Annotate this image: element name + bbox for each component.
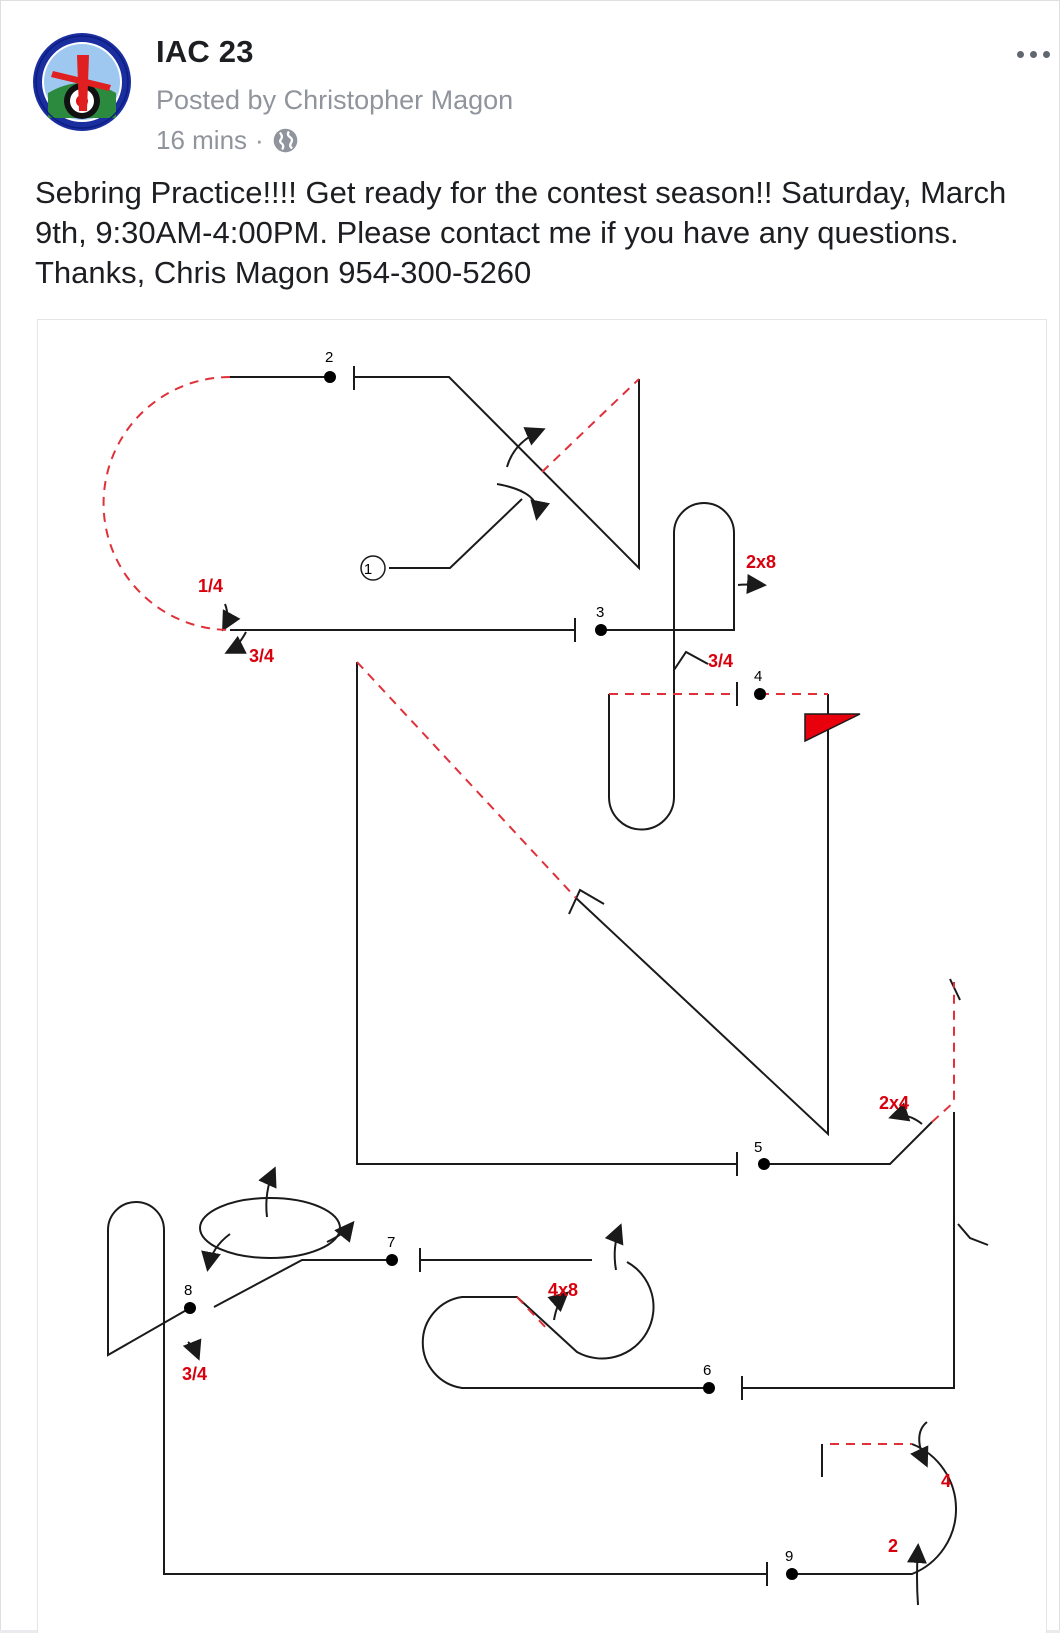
snap-flag [673, 650, 709, 671]
figure-number: 8 [184, 1282, 192, 1299]
dashed-path [356, 661, 577, 899]
roll-arrow [906, 1543, 927, 1606]
start-circle [360, 555, 386, 581]
roll-arrow [604, 1223, 624, 1271]
page-name[interactable]: IAC 23 [156, 34, 254, 69]
figure-dot [758, 1158, 770, 1170]
roll-label: 3/4 [182, 1364, 207, 1384]
tick-mark [353, 366, 768, 1586]
roll-arrow [737, 574, 767, 594]
path-line [794, 1443, 958, 1575]
figure-number: 9 [785, 1548, 793, 1565]
snap-flag [957, 1223, 989, 1246]
more-options-button[interactable] [1017, 45, 1057, 65]
figure-dot [386, 1254, 398, 1266]
roll-label: 4 [941, 1471, 951, 1491]
snap-flag [568, 888, 605, 915]
figure-number: 3 [596, 604, 604, 621]
path-line [602, 502, 735, 831]
figure-number: 5 [754, 1139, 762, 1156]
roll-label: 3/4 [708, 651, 733, 671]
roll-arrow [506, 427, 546, 468]
figure-dot [786, 1568, 798, 1580]
figure-number: 4 [754, 668, 762, 685]
path-line [107, 1201, 767, 1575]
roll-arrow [326, 1220, 355, 1243]
figure-number: 2 [325, 349, 333, 366]
meta-separator: · [255, 125, 264, 155]
dashed-path [931, 982, 955, 1123]
roll-label: 2x4 [879, 1093, 909, 1113]
roll-arrow [888, 1102, 923, 1125]
path-line [421, 1261, 707, 1389]
figure-dot [184, 1302, 196, 1314]
roll-label: 2 [888, 1536, 898, 1556]
figure-number: 1 [364, 561, 372, 578]
post-image-aerobatic-sequence[interactable]: 1 2 3 4 5 6 7 8 9 1/4 3/4 2x8 3/4 2x4 4x… [37, 319, 1047, 1633]
dashed-path [516, 1296, 551, 1333]
roll-label: 3/4 [249, 646, 274, 666]
roll-arrow [496, 483, 550, 521]
roll-label: 1/4 [198, 576, 223, 596]
sequence-diagram: 1 2 3 4 5 6 7 8 9 1/4 3/4 2x8 3/4 2x4 4x… [102, 349, 989, 1606]
path-loop [199, 1197, 341, 1259]
roll-label: 4x8 [548, 1280, 578, 1300]
path-line [389, 498, 523, 569]
globe-icon[interactable] [272, 127, 299, 154]
path-line [575, 694, 829, 1137]
figure-dot [324, 371, 336, 383]
path-line [354, 376, 640, 571]
roll-arrow [182, 1338, 202, 1361]
post-timestamp[interactable]: 16 mins [156, 125, 248, 155]
more-dot [1017, 51, 1024, 58]
post-text: Sebring Practice!!!! Get ready for the c… [35, 175, 1007, 290]
posted-by[interactable]: Posted by Christopher Magon [156, 85, 514, 115]
path-line [213, 1259, 392, 1308]
page-avatar[interactable] [33, 33, 131, 131]
dashed-path [541, 378, 640, 473]
figure-dot [595, 624, 607, 636]
figure-number: 6 [703, 1362, 711, 1379]
post-meta: 16 mins · [156, 125, 299, 156]
path-line [742, 1112, 955, 1389]
path-line [764, 1121, 933, 1165]
figure-dot [703, 1382, 715, 1394]
figure-dot [754, 688, 766, 700]
roll-arrow [258, 1166, 277, 1218]
snap-flag [949, 978, 961, 1001]
figure-number: 7 [387, 1234, 395, 1251]
roll-arrow [224, 631, 247, 654]
page-logo-icon [33, 33, 131, 131]
roll-arrow [222, 603, 241, 632]
roll-arrow [547, 1291, 569, 1321]
more-dot [1043, 51, 1050, 58]
path-line [356, 662, 737, 1165]
more-dot [1030, 51, 1037, 58]
roll-label: 2x8 [746, 552, 776, 572]
flag-icon [804, 713, 861, 743]
roll-arrow [201, 1233, 231, 1272]
dashed-path [102, 376, 231, 631]
roll-arrow [910, 1421, 929, 1468]
